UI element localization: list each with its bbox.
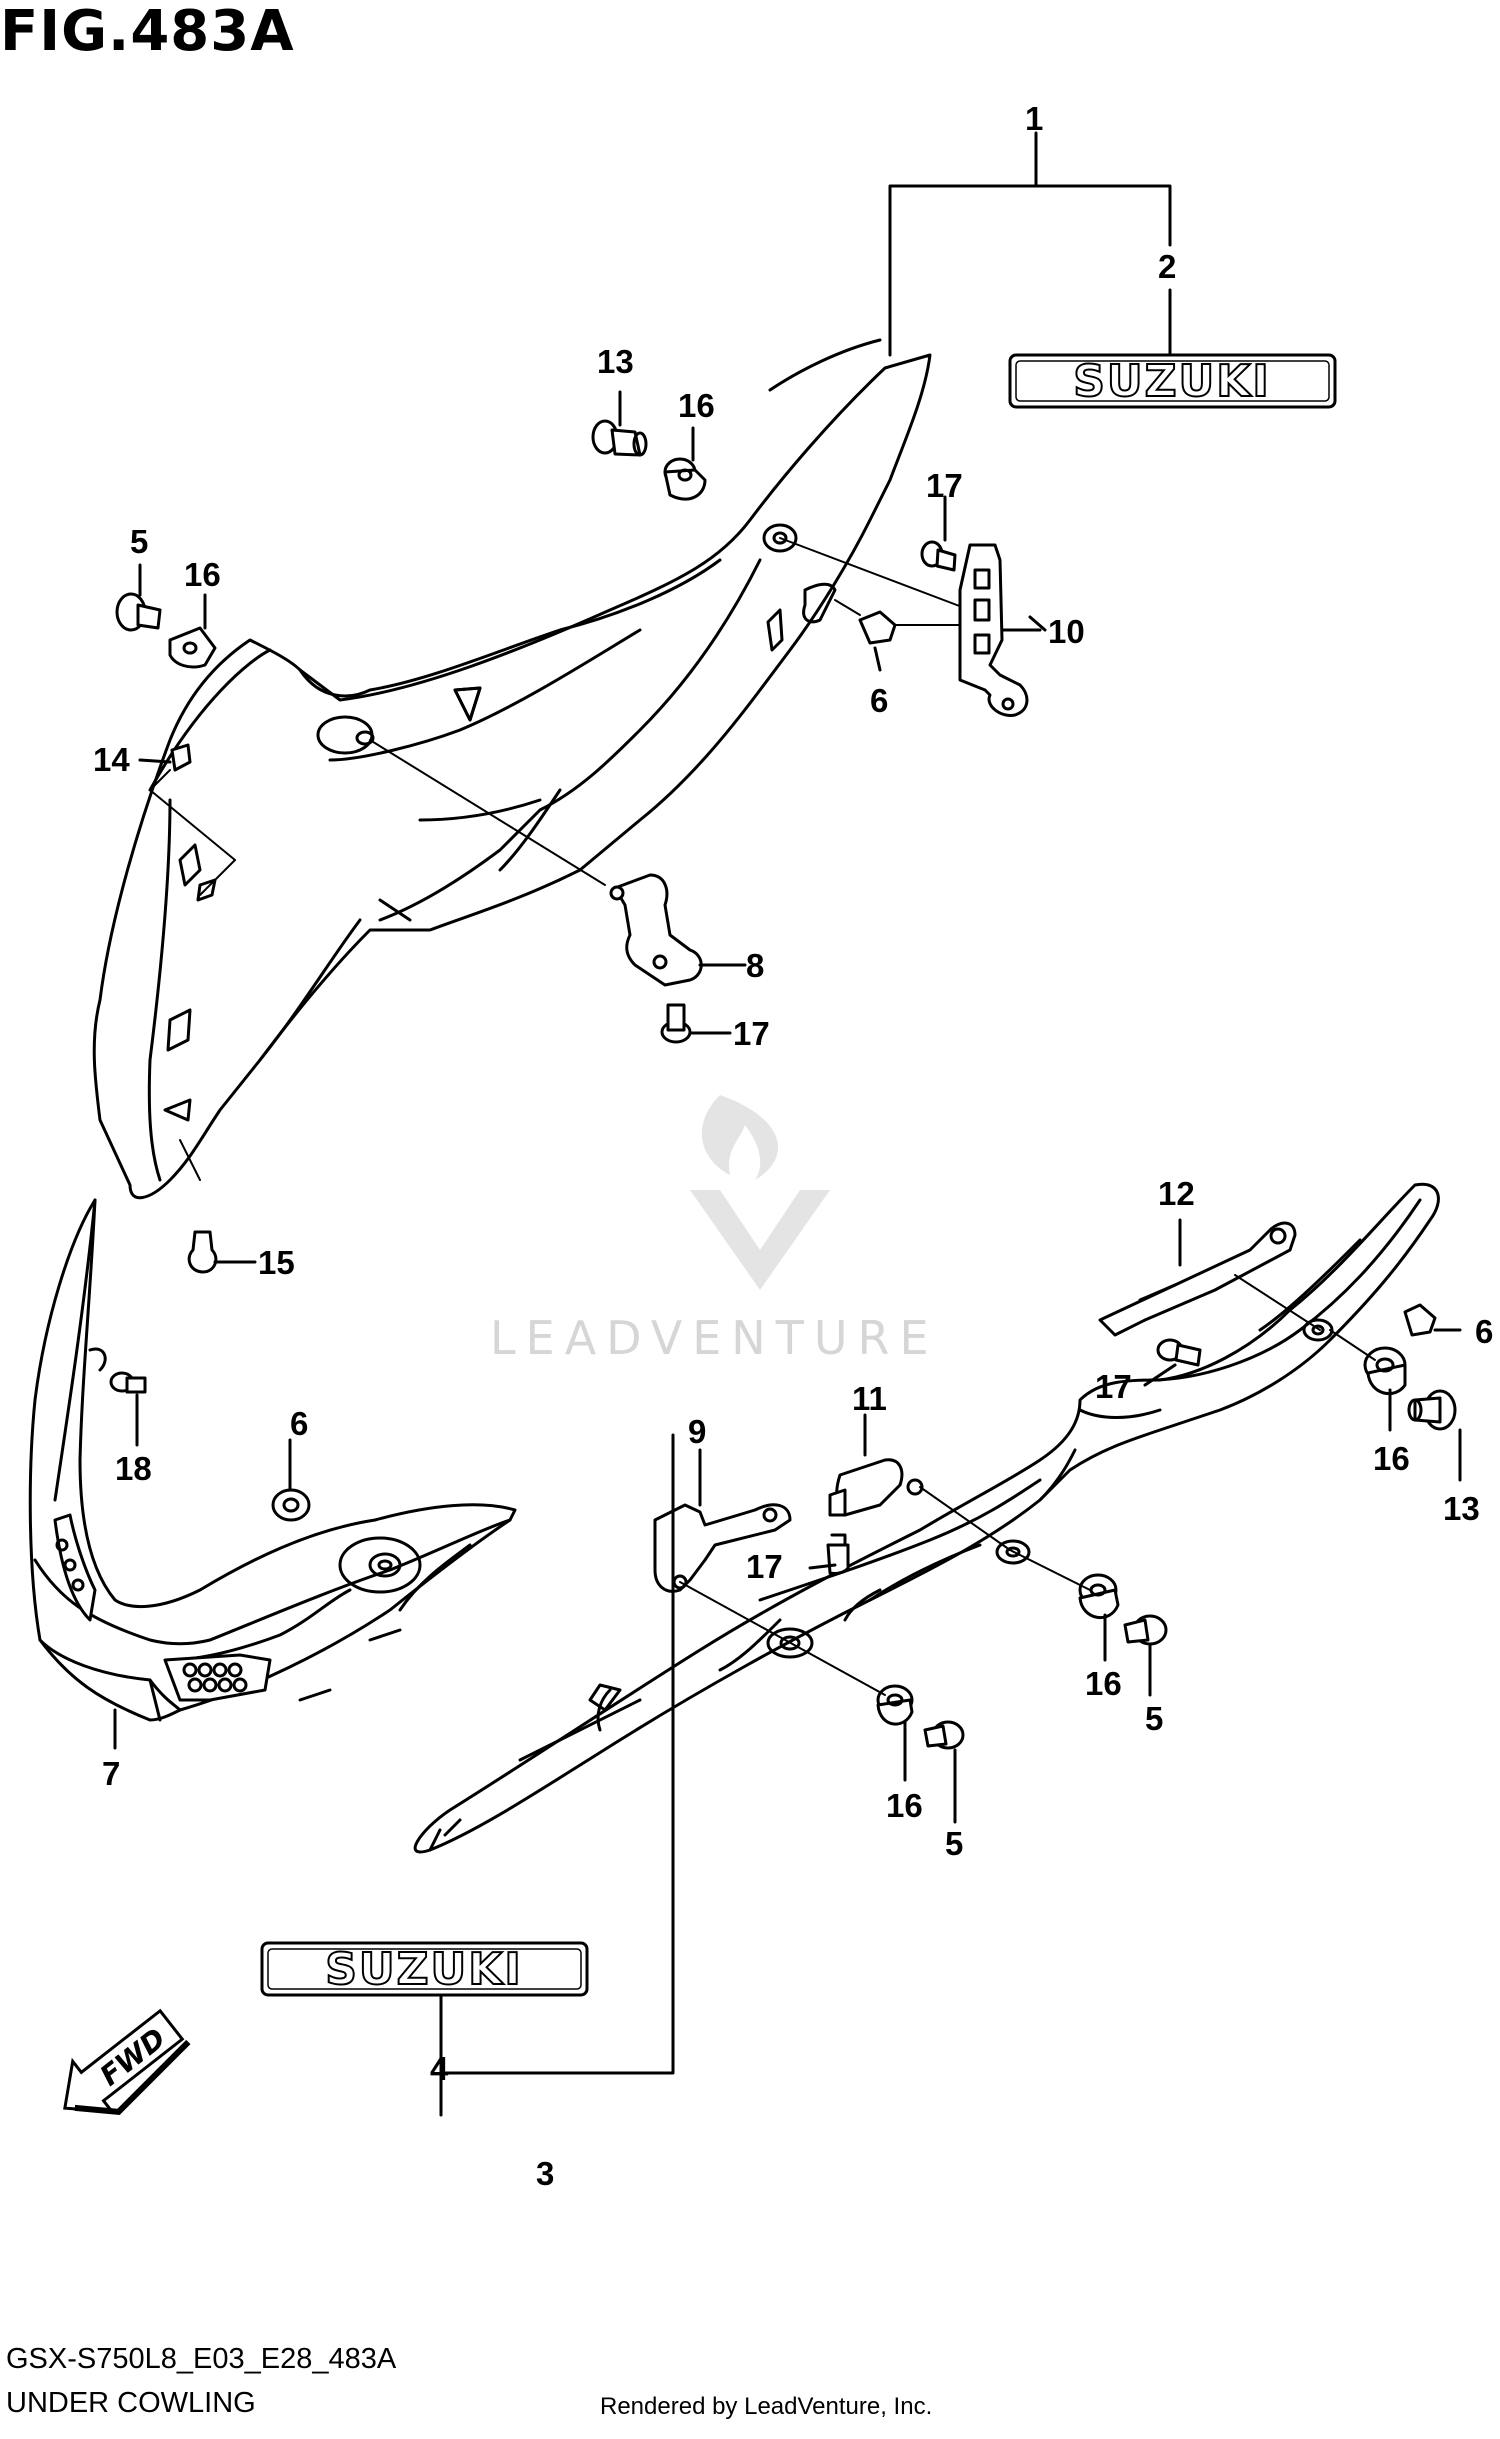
callout-3: 3 (536, 2155, 554, 2192)
leader-lines-lower (679, 1274, 1376, 1696)
callout-ticks (113, 390, 1462, 1824)
callout-17-mid: 17 (733, 1015, 770, 1052)
screw-13-upper (591, 419, 648, 457)
bracket-12 (1098, 1221, 1297, 1337)
callout-16-left: 16 (184, 556, 221, 593)
model-code: GSX-S750L8_E03_E28_483A (6, 2343, 397, 2375)
callout-5-mid: 5 (1145, 1700, 1163, 1737)
callout-12: 12 (1158, 1175, 1195, 1212)
callout-10: 10 (1048, 613, 1085, 650)
screw-18 (109, 1371, 147, 1394)
callout-6-right: 6 (1475, 1313, 1493, 1350)
callout-4: 4 (430, 2050, 449, 2087)
screw-5-mid (1123, 1614, 1168, 1646)
callout-8: 8 (746, 947, 764, 984)
grommet-16-mid (1078, 1573, 1120, 1620)
callout-5-upper: 5 (130, 523, 148, 560)
bolt-17-bracket-12 (1156, 1338, 1202, 1367)
callout-17-right: 17 (1095, 1368, 1132, 1405)
bolt-17-bracket-10 (920, 540, 957, 572)
callout-16-lower: 16 (886, 1787, 923, 1824)
damper-11 (828, 1458, 924, 1517)
callout-13-upper: 13 (597, 343, 634, 380)
leader-lines (149, 537, 971, 1181)
bolt-17-bracket-8 (660, 1003, 692, 1044)
callout-numbers: 1 2 13 16 17 5 16 10 6 14 8 17 15 12 6 1… (93, 100, 1493, 2192)
callout-2: 2 (1158, 248, 1176, 285)
callout-14: 14 (93, 741, 130, 778)
callout-11: 11 (852, 1380, 887, 1417)
grommet-16-upper (663, 457, 707, 501)
render-credit: Rendered by LeadVenture, Inc. (600, 2393, 933, 2420)
nut-6-right (1403, 1303, 1437, 1337)
grommet-16-lower (876, 1684, 914, 1726)
callout-5-lower: 5 (945, 1825, 963, 1862)
screw-5-upper (115, 592, 162, 632)
lower-cowling-panel-7 (28, 1198, 517, 1722)
callout-7: 7 (102, 1755, 120, 1792)
grommet-16-left (168, 626, 217, 669)
callout-16-mid: 16 (1085, 1665, 1122, 1702)
callout-lines (439, 131, 1172, 2117)
rivet-15 (187, 1230, 218, 1274)
callout-17-lower: 17 (746, 1548, 783, 1585)
grommet-16-right (1363, 1346, 1407, 1395)
clip-14 (170, 743, 192, 772)
callout-16-right: 16 (1373, 1440, 1410, 1477)
callout-18: 18 (115, 1450, 152, 1487)
callout-16-upper: 16 (678, 387, 715, 424)
callout-17-upper: 17 (926, 467, 963, 504)
callout-6-left: 6 (290, 1405, 308, 1442)
bracket-8 (609, 873, 703, 987)
nut-6-left (271, 1488, 311, 1522)
emblem-upper: SUZUKI (1008, 353, 1337, 409)
section-name: UNDER COWLING (6, 2387, 256, 2419)
bolt-17-lower (826, 1533, 850, 1575)
upper-cowling-panel (92, 338, 932, 1200)
callout-13-lower: 13 (1443, 1490, 1480, 1527)
emblem-lower: SUZUKI (260, 1941, 589, 1997)
bracket-10 (958, 543, 1029, 717)
watermark: LEADVENTURE (490, 1095, 939, 1365)
lower-cowling-panel-3 (413, 1182, 1440, 1854)
screw-5-lower (923, 1720, 965, 1750)
screw-13-lower (1407, 1389, 1457, 1431)
callout-1: 1 (1025, 100, 1043, 137)
figure-title: FIG.483A (0, 0, 295, 64)
callout-9: 9 (688, 1413, 706, 1450)
watermark-text: LEADVENTURE (490, 1311, 939, 1365)
callout-15: 15 (258, 1244, 295, 1281)
nut-6-upper (858, 610, 897, 645)
emblem-lower-text: SUZUKI (325, 1944, 523, 1995)
fwd-direction-arrow: FWD (63, 2008, 191, 2115)
emblem-upper-text: SUZUKI (1073, 356, 1271, 407)
callout-6-upper: 6 (870, 682, 888, 719)
